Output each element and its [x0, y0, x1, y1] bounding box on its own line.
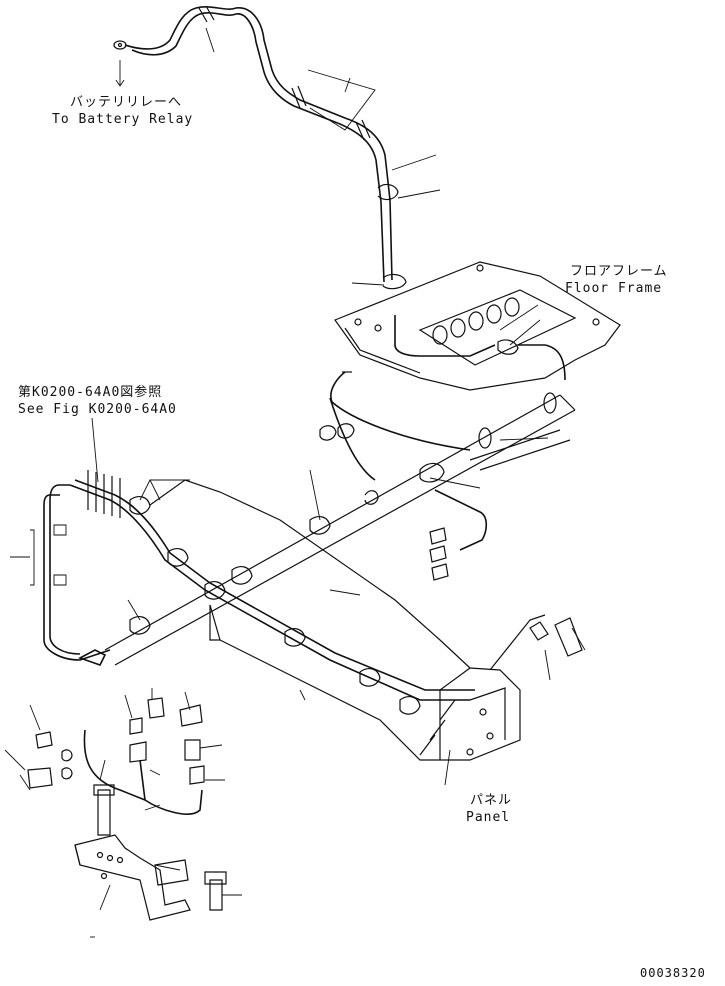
reference-label-jp: 第K0200-64A0図参照	[18, 385, 163, 400]
floor-frame	[334, 261, 621, 391]
battery-cable	[113, 5, 407, 290]
panel-label-jp: パネル	[470, 793, 513, 808]
upper-harness	[319, 371, 471, 481]
reference-label-en: See Fig K0200-64A0	[18, 402, 177, 417]
drawing-number: 00038320	[640, 966, 706, 980]
lower-bracket	[27, 697, 227, 921]
battery-relay-label-en: To Battery Relay	[52, 112, 194, 127]
connectors-right	[429, 489, 583, 657]
main-duct-upper	[104, 392, 576, 666]
battery-relay-label-jp: バッテリリレーへ	[70, 95, 183, 110]
panel-label-en: Panel	[466, 810, 511, 825]
floor-frame-label-en: Floor Frame	[565, 281, 663, 296]
main-frame	[149, 479, 546, 761]
leader-lines	[4, 27, 586, 938]
main-harness	[43, 470, 475, 715]
floor-frame-label-jp: フロアフレーム	[570, 264, 668, 279]
